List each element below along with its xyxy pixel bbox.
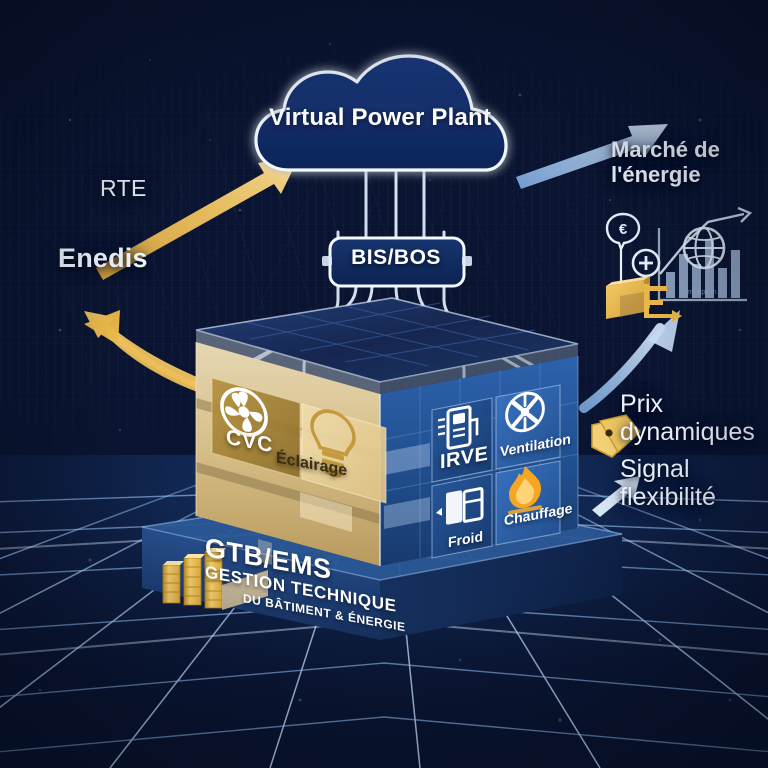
label-rte: RTE bbox=[100, 175, 147, 201]
label-enedis: Enedis bbox=[58, 243, 148, 273]
label-dynamic-prices: Prix dynamiques bbox=[620, 390, 755, 446]
label-flex-signal: Signal flexibilité bbox=[620, 455, 716, 511]
label-energy-market: Marché de l'énergie bbox=[611, 137, 720, 187]
